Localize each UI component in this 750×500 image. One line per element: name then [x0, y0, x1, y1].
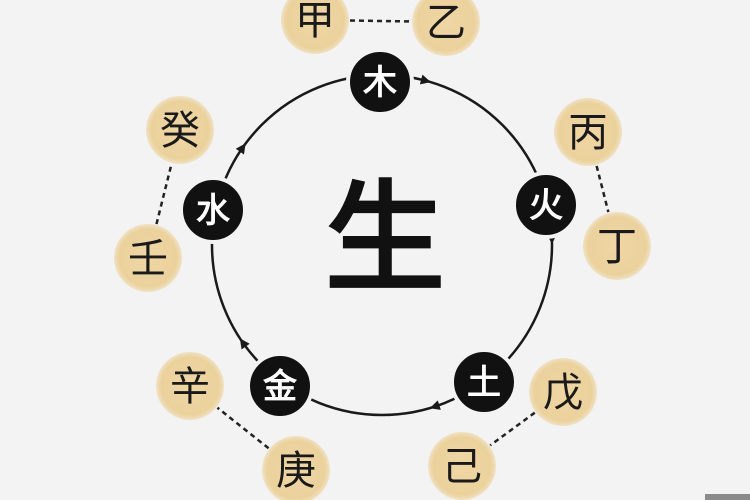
element-fire: 火 [512, 171, 580, 239]
arrow-icon [235, 143, 246, 155]
stem-8: 辛 [156, 352, 224, 420]
stem-label: 甲 [295, 0, 335, 44]
element-water: 水 [179, 176, 247, 244]
element-label: 木 [362, 63, 397, 103]
element-earth: 土 [450, 348, 518, 416]
dashed-link [216, 406, 270, 450]
arrow-icon [239, 338, 250, 350]
stem-6: 己 [428, 432, 496, 500]
stem-5: 戊 [529, 358, 597, 426]
element-label: 金 [262, 367, 298, 407]
element-label: 水 [196, 191, 231, 231]
stem-label: 己 [442, 444, 482, 490]
stem-10: 癸 [146, 96, 214, 164]
stem-7: 庚 [262, 436, 330, 500]
stem-label: 戊 [543, 370, 583, 416]
stem-label: 癸 [160, 108, 200, 154]
element-wood: 木 [346, 48, 414, 116]
dashed-link [155, 163, 173, 225]
dashed-link [595, 165, 610, 213]
stem-label: 丙 [568, 110, 608, 156]
stem-label: 庚 [276, 448, 316, 494]
stem-label: 乙 [426, 0, 466, 46]
stem-3: 丙 [554, 98, 622, 166]
element-label: 火 [529, 186, 563, 226]
stem-1: 甲 [281, 0, 349, 54]
stem-pair-links [155, 19, 610, 450]
stem-label: 丁 [597, 224, 637, 270]
scroll-indicator [705, 494, 750, 500]
stem-9: 壬 [114, 224, 182, 292]
center-label: 生 [325, 168, 445, 309]
stem-2: 乙 [412, 0, 480, 56]
arrow-icon [429, 400, 441, 410]
element-label: 土 [467, 363, 501, 403]
stem-label: 壬 [128, 236, 168, 282]
dashed-link [349, 19, 412, 23]
stem-label: 辛 [170, 364, 210, 410]
element-metal: 金 [246, 352, 314, 420]
arrow-icon [419, 74, 431, 85]
dashed-link [489, 411, 536, 447]
stem-4: 丁 [583, 212, 651, 280]
